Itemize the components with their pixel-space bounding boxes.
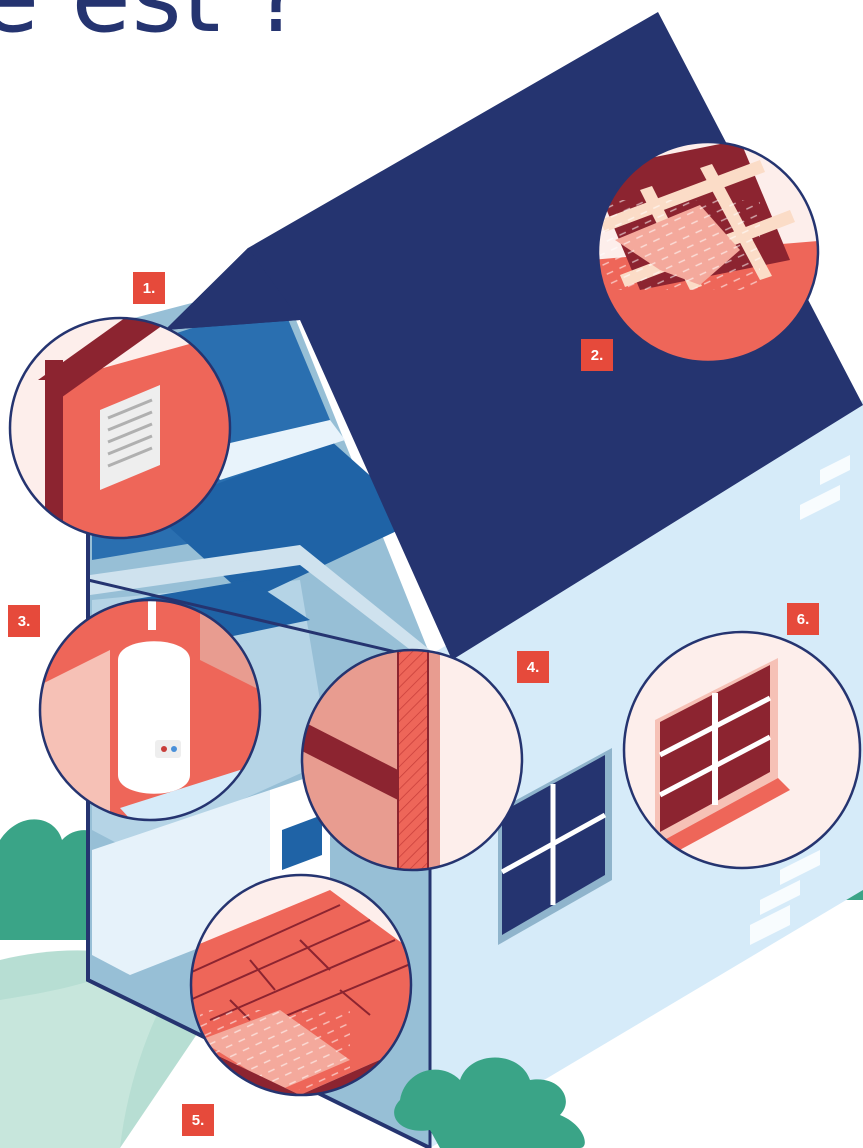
marker-3-label: 3. — [18, 613, 31, 630]
marker-6: 6. — [787, 603, 819, 635]
marker-1: 1. — [133, 272, 165, 304]
marker-2: 2. — [581, 339, 613, 371]
marker-4-label: 4. — [527, 659, 540, 676]
marker-5-label: 5. — [192, 1112, 205, 1129]
marker-2-label: 2. — [591, 347, 604, 364]
marker-6-label: 6. — [797, 611, 810, 628]
marker-5: 5. — [182, 1104, 214, 1136]
marker-4: 4. — [517, 651, 549, 683]
marker-3: 3. — [8, 605, 40, 637]
marker-1-label: 1. — [143, 280, 156, 297]
